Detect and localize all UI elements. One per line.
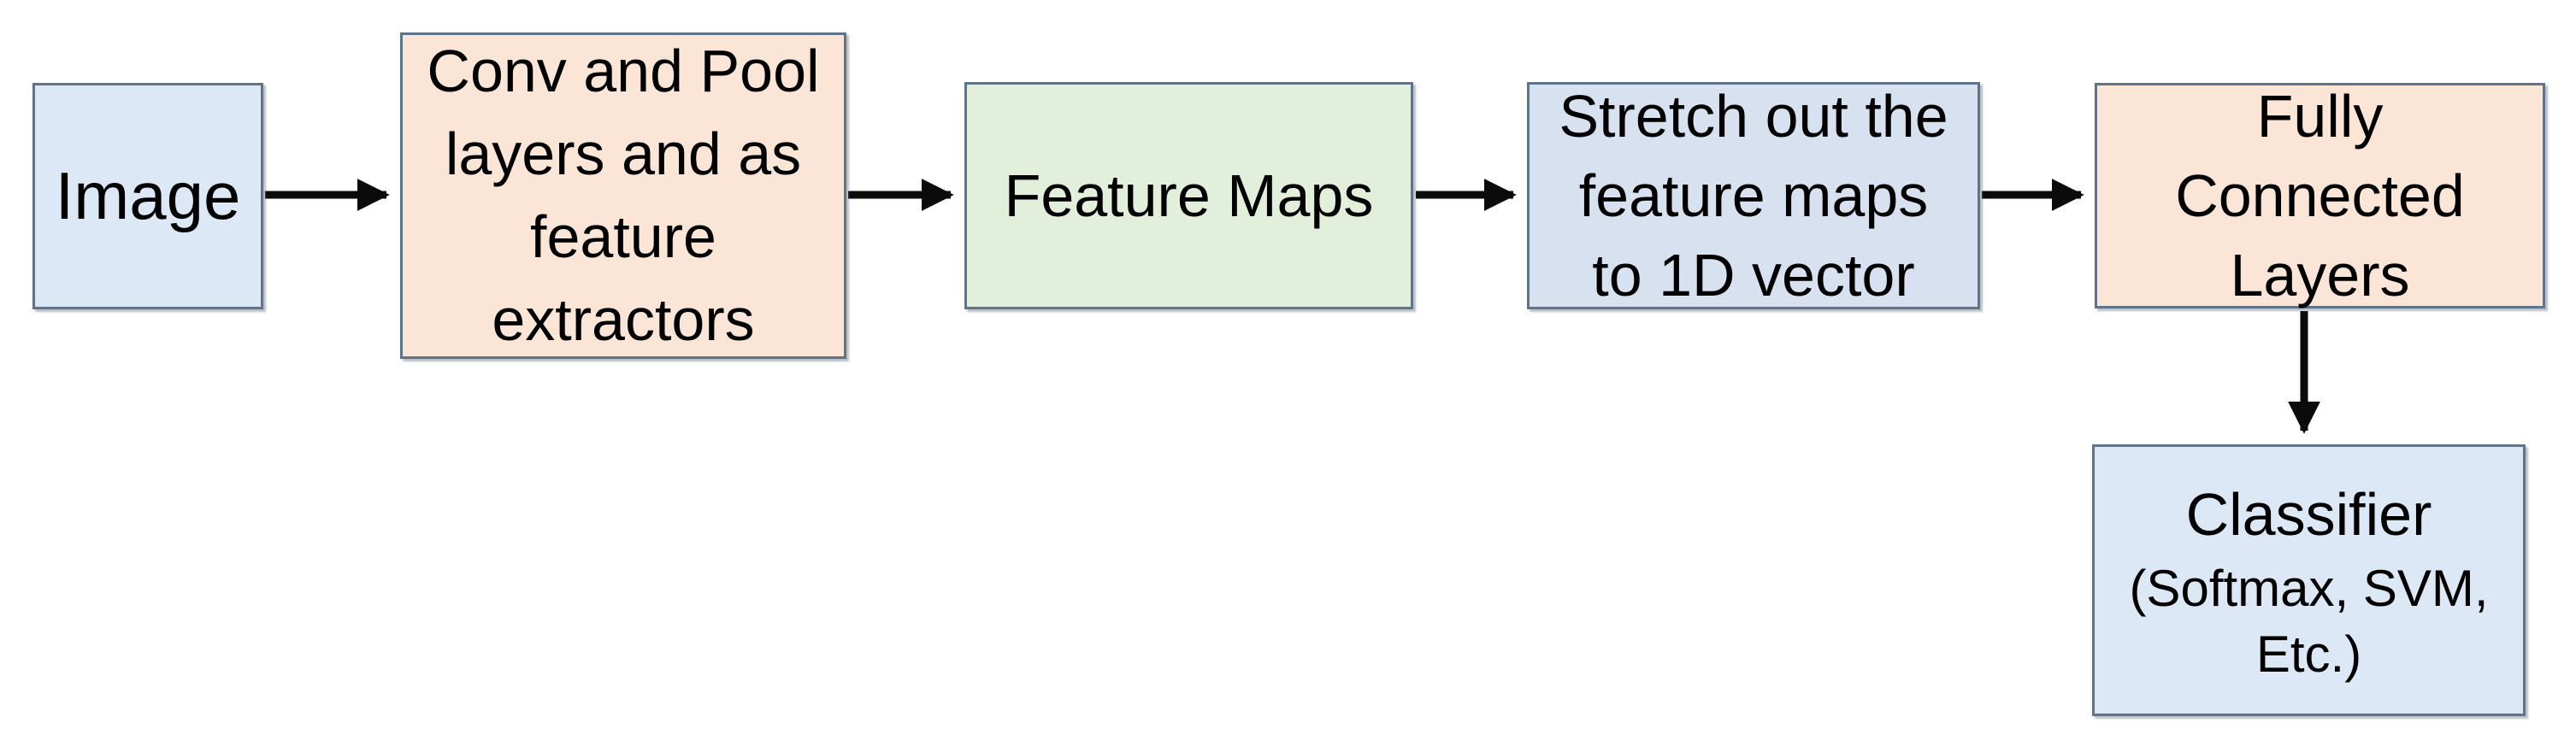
box-image-label: Image (56, 157, 241, 235)
label-line: Image (55, 158, 241, 233)
box-conv-pool-label: Conv and Pool layers and as feature extr… (427, 30, 819, 361)
label-line: Fully (2256, 82, 2384, 150)
box-image: Image (32, 83, 263, 309)
classifier-title: Classifier (2185, 481, 2432, 548)
box-conv-pool: Conv and Pool layers and as feature extr… (400, 32, 846, 359)
label-line: feature (530, 203, 716, 270)
label-line: Conv and Pool (427, 38, 820, 104)
label-line: Layers (2230, 241, 2410, 308)
label-line: feature maps (1578, 162, 1929, 229)
box-feature-maps: Feature Maps (964, 82, 1413, 309)
box-fully-connected-label: Fully Connected Layers (2175, 77, 2465, 315)
classifier-subtitle-line: Etc.) (2255, 626, 2362, 683)
box-stretch-1d-label: Stretch out the feature maps to 1D vecto… (1559, 77, 1948, 315)
label-line: Connected (2175, 162, 2465, 229)
box-classifier: Classifier (Softmax, SVM, Etc.) (2092, 444, 2526, 716)
box-feature-maps-label: Feature Maps (1005, 162, 1374, 230)
label-line: to 1D vector (1592, 241, 1915, 308)
box-fully-connected: Fully Connected Layers (2095, 83, 2545, 308)
box-classifier-label: Classifier (Softmax, SVM, Etc.) (2129, 473, 2488, 687)
label-line: layers and as (445, 120, 802, 187)
label-line: Stretch out the (1559, 82, 1948, 150)
label-line: extractors (492, 286, 755, 353)
label-line: Feature Maps (1004, 162, 1374, 229)
box-stretch-1d: Stretch out the feature maps to 1D vecto… (1527, 82, 1980, 309)
classifier-subtitle-line: (Softmax, SVM, (2129, 560, 2489, 617)
